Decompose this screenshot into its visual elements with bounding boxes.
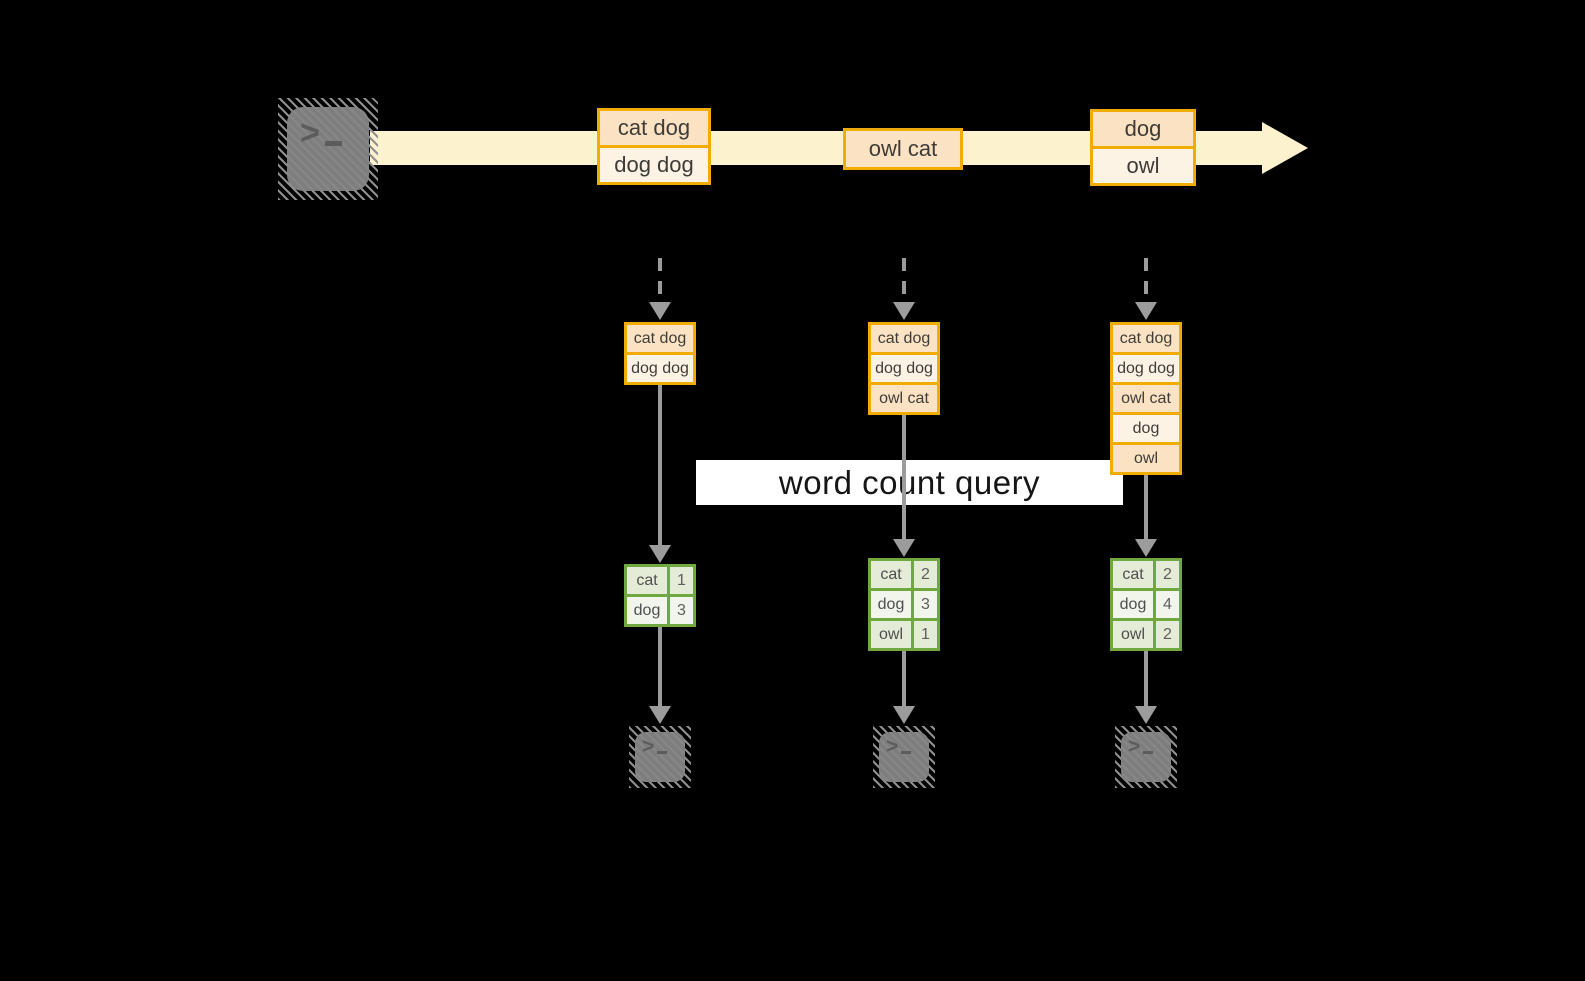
count-row: owl 1 (871, 621, 937, 648)
word-count-table: cat 1 dog 3 (624, 564, 696, 627)
arrowhead-down-icon (649, 706, 671, 724)
batch-line: cat dog (600, 111, 708, 145)
word-count-table: cat 2 dog 4 owl 2 (1110, 558, 1182, 651)
stream-batch-2: owl cat (843, 128, 963, 170)
batch-line: cat dog (871, 325, 937, 352)
query-arrow (658, 385, 662, 545)
batch-to-state-arrow (902, 258, 906, 302)
terminal-prompt-icon: > (300, 116, 342, 150)
batch-line: dog dog (871, 355, 937, 382)
batch-line: owl (1093, 149, 1193, 183)
arrowhead-down-icon (1135, 706, 1157, 724)
batch-line: dog dog (1113, 355, 1179, 382)
terminal-screen (1121, 732, 1171, 782)
terminal-icon: > (1115, 726, 1177, 788)
arrowhead-down-icon (1135, 302, 1157, 320)
count-row: dog 4 (1113, 591, 1179, 618)
stream-batch-1: cat dog dog dog (597, 108, 711, 185)
count-value-cell: 3 (914, 591, 937, 618)
batch-line: dog (1093, 112, 1193, 146)
count-value-cell: 2 (1156, 621, 1179, 648)
batch-to-state-arrow (658, 258, 662, 302)
count-value-cell: 1 (670, 567, 693, 594)
count-row: dog 3 (871, 591, 937, 618)
count-word-cell: cat (1113, 561, 1153, 588)
arrowhead-down-icon (649, 545, 671, 563)
query-banner: word count query (696, 460, 1123, 505)
result-arrow (658, 627, 662, 706)
terminal-icon: > (629, 726, 691, 788)
terminal-screen (287, 107, 369, 191)
terminal-screen (635, 732, 685, 782)
batch-line: cat dog (1113, 325, 1179, 352)
arrowhead-down-icon (893, 539, 915, 557)
arrowhead-down-icon (649, 302, 671, 320)
count-word-cell: owl (871, 621, 911, 648)
count-row: cat 2 (1113, 561, 1179, 588)
result-arrow (1144, 651, 1148, 706)
count-value-cell: 2 (1156, 561, 1179, 588)
arrowhead-down-icon (1135, 539, 1157, 557)
batch-line: cat dog (627, 325, 693, 352)
batch-line: dog (1113, 415, 1179, 442)
count-row: cat 2 (871, 561, 937, 588)
count-word-cell: dog (1113, 591, 1153, 618)
arrowhead-down-icon (893, 302, 915, 320)
result-arrow (902, 651, 906, 706)
batch-line: owl cat (1113, 385, 1179, 412)
terminal-prompt-icon: > (1128, 736, 1154, 757)
count-value-cell: 4 (1156, 591, 1179, 618)
stream-arrowhead-icon (1262, 122, 1308, 174)
terminal-screen (879, 732, 929, 782)
count-value-cell: 2 (914, 561, 937, 588)
accumulated-batch-box: cat dog dog dog owl cat (868, 322, 940, 415)
batch-line: owl (1113, 445, 1179, 472)
count-word-cell: dog (627, 597, 667, 624)
accumulated-batch-box: cat dog dog dog owl cat dog owl (1110, 322, 1182, 475)
batch-line: owl cat (871, 385, 937, 412)
terminal-prompt-icon: > (642, 736, 668, 757)
arrowhead-down-icon (893, 706, 915, 724)
count-word-cell: dog (871, 591, 911, 618)
query-arrow (902, 415, 906, 539)
count-word-cell: cat (627, 567, 667, 594)
query-arrow (1144, 475, 1148, 539)
accumulated-batch-box: cat dog dog dog (624, 322, 696, 385)
count-row: owl 2 (1113, 621, 1179, 648)
word-count-table: cat 2 dog 3 owl 1 (868, 558, 940, 651)
terminal-icon: > (278, 98, 378, 200)
batch-line: dog dog (600, 148, 708, 182)
batch-to-state-arrow (1144, 258, 1148, 302)
count-row: dog 3 (627, 597, 693, 624)
terminal-icon: > (873, 726, 935, 788)
count-value-cell: 1 (914, 621, 937, 648)
count-value-cell: 3 (670, 597, 693, 624)
stream-batch-3: dog owl (1090, 109, 1196, 186)
batch-line: dog dog (627, 355, 693, 382)
terminal-prompt-icon: > (886, 736, 912, 757)
count-word-cell: cat (871, 561, 911, 588)
count-row: cat 1 (627, 567, 693, 594)
query-banner-label: word count query (778, 463, 1041, 501)
count-word-cell: owl (1113, 621, 1153, 648)
batch-line: owl cat (846, 131, 960, 167)
